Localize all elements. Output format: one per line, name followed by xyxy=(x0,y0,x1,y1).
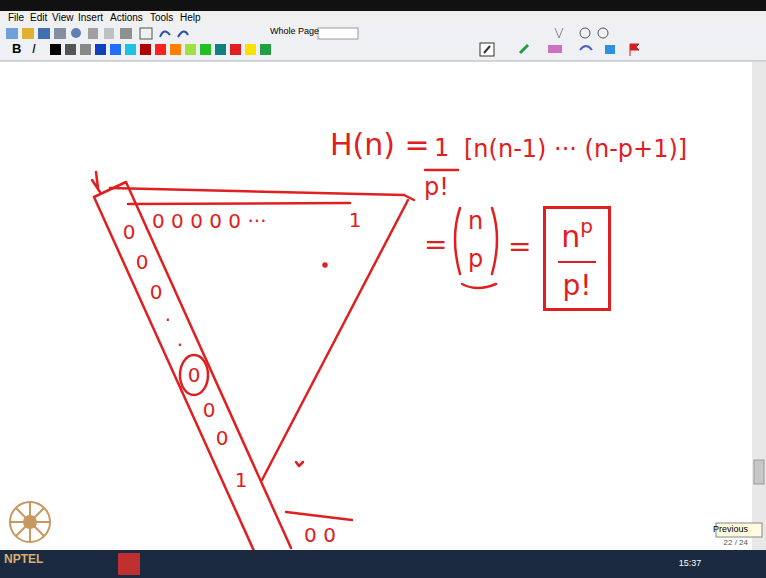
formula-text: p! xyxy=(424,174,449,200)
binomial-parens xyxy=(455,208,497,274)
matrix-entry: 0 xyxy=(136,251,149,273)
formula-text: 1 xyxy=(434,135,449,161)
toolbar-icons xyxy=(6,28,608,39)
italic-button: I xyxy=(32,42,36,56)
fraction-bar xyxy=(425,169,458,172)
left-band xyxy=(94,182,291,562)
scroll-thumb xyxy=(754,460,764,484)
formula-text: [n(n-1) ··· (n-p+1)] xyxy=(464,136,687,162)
matrix-entry: 0 xyxy=(123,221,136,243)
triangle-edge xyxy=(262,200,408,480)
formula-text: p xyxy=(468,246,483,272)
scrollbar xyxy=(752,62,766,550)
matrix-entry: 0 xyxy=(203,399,216,421)
matrix-entry: · xyxy=(177,334,183,356)
base: n xyxy=(561,219,580,254)
denominator: p! xyxy=(558,271,596,302)
menu-item: Actions xyxy=(110,12,143,23)
fraction-line xyxy=(558,261,596,263)
page-counter: 22 / 24 xyxy=(724,539,748,548)
formula-text: H(n) = xyxy=(330,128,430,161)
matrix-entry: 0 xyxy=(216,427,229,449)
matrix-entry: 0 0 xyxy=(304,524,336,546)
lower-band xyxy=(286,512,352,520)
matrix-entry: 0 xyxy=(150,281,163,303)
color-palette xyxy=(50,43,639,56)
boxed-result: np p! xyxy=(543,206,611,311)
formula-text: = xyxy=(508,232,531,263)
menu-item: Edit xyxy=(30,12,47,23)
toolbar xyxy=(0,25,766,61)
top-band xyxy=(110,188,414,204)
taskbar xyxy=(0,550,766,578)
stray-dot xyxy=(324,264,327,267)
matrix-entry: · xyxy=(165,309,171,331)
matrix-entry: 0 xyxy=(188,364,201,386)
pdf-icon xyxy=(118,553,140,575)
logo-text: NPTEL xyxy=(4,553,43,566)
formula-text: = xyxy=(424,230,447,261)
exponent: p xyxy=(580,214,593,238)
menu-item: Help xyxy=(180,12,201,23)
tick-mark xyxy=(92,172,100,192)
title-bar xyxy=(0,0,766,11)
tooltip-text: Previous xyxy=(713,525,748,535)
clock: 15:37 xyxy=(679,559,702,569)
menu-bar xyxy=(0,11,766,25)
matrix-entry: 0 0 0 0 0 ··· xyxy=(152,210,266,232)
toolbar-border xyxy=(0,61,766,62)
zoom-label: Whole Page xyxy=(270,27,319,37)
matrix-entry: 1 xyxy=(235,469,248,491)
bold-button: B xyxy=(12,42,21,56)
numerator: np xyxy=(558,215,596,253)
menu-item: Insert xyxy=(78,12,103,23)
formula-text: n xyxy=(468,208,483,234)
circle-mark xyxy=(180,355,208,395)
menu-item: View xyxy=(52,12,74,23)
matrix-entry: 1 xyxy=(349,209,362,231)
nptel-logo xyxy=(10,502,50,542)
menu-item: File xyxy=(8,12,24,23)
underline-curve xyxy=(462,284,496,288)
stray-mark xyxy=(296,462,303,466)
menu-item: Tools xyxy=(150,12,173,23)
